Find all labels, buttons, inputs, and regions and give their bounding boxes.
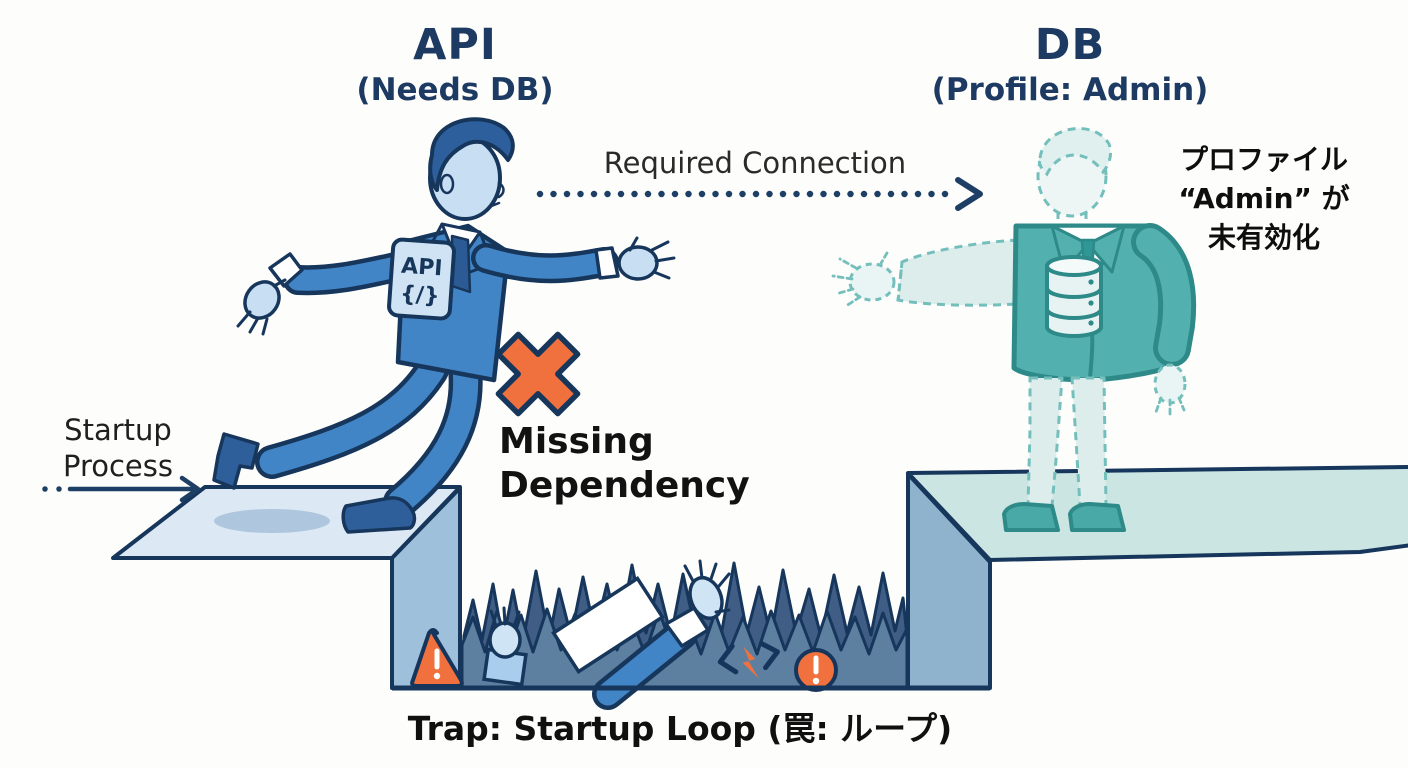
trap-caption: Trap: Startup Loop (罠: ループ) bbox=[407, 709, 953, 748]
api-front-arm bbox=[471, 236, 676, 284]
api-figure: API {/} bbox=[212, 117, 676, 534]
warning-triangle-icon bbox=[410, 628, 464, 688]
db-head bbox=[1036, 127, 1113, 225]
fallen-left-hand bbox=[482, 606, 528, 687]
missing-dependency-line1: Missing bbox=[499, 421, 654, 462]
api-rear-leg bbox=[212, 353, 449, 490]
required-connection-label: Required Connection bbox=[603, 146, 907, 180]
required-connection-arrow bbox=[536, 177, 983, 211]
api-badge-line1: API bbox=[400, 254, 443, 282]
startup-process-line2: Process bbox=[62, 449, 173, 483]
missing-dependency-line2: Dependency bbox=[499, 465, 750, 506]
api-front-shoe bbox=[341, 496, 417, 534]
api-badge-line2: {/} bbox=[399, 282, 440, 310]
figure-shadow bbox=[214, 509, 330, 533]
code-error-icon bbox=[717, 641, 780, 679]
db-profile-note-line2: “Admin” が bbox=[1178, 182, 1350, 215]
error-circle-icon bbox=[794, 648, 838, 692]
right-platform-top bbox=[906, 465, 1408, 562]
startup-process-line1: Startup bbox=[64, 413, 172, 447]
missing-dependency-label: Missing Dependency bbox=[499, 420, 750, 508]
right-platform bbox=[906, 465, 1408, 690]
fallen-figure bbox=[410, 559, 838, 710]
api-head bbox=[428, 117, 515, 221]
db-figure bbox=[831, 127, 1197, 532]
api-title: API bbox=[413, 20, 497, 70]
fallen-raised-arm bbox=[592, 559, 731, 710]
x-mark-icon bbox=[495, 331, 581, 417]
startup-process-label: Startup Process bbox=[28, 412, 208, 484]
startup-arrow bbox=[42, 475, 201, 503]
api-badge: API {/} bbox=[387, 237, 456, 321]
database-icon bbox=[1045, 255, 1103, 338]
db-profile-note-line1: プロファイル bbox=[1179, 143, 1348, 176]
db-profile-note: プロファイル “Admin” が 未有効化 bbox=[1120, 140, 1408, 257]
db-subtitle: (Profile: Admin) bbox=[931, 72, 1209, 108]
api-front-leg bbox=[341, 351, 483, 534]
pit bbox=[392, 559, 990, 710]
db-title: DB bbox=[1034, 20, 1106, 70]
db-profile-note-line3: 未有効化 bbox=[1207, 221, 1320, 254]
api-subtitle: (Needs DB) bbox=[356, 72, 554, 108]
db-ghost-arm bbox=[831, 238, 1020, 308]
api-hair bbox=[428, 117, 515, 192]
db-right-arm bbox=[1131, 223, 1197, 416]
api-rear-shoe bbox=[212, 432, 260, 490]
fallen-paper bbox=[551, 576, 665, 674]
db-shoes bbox=[1002, 502, 1126, 532]
